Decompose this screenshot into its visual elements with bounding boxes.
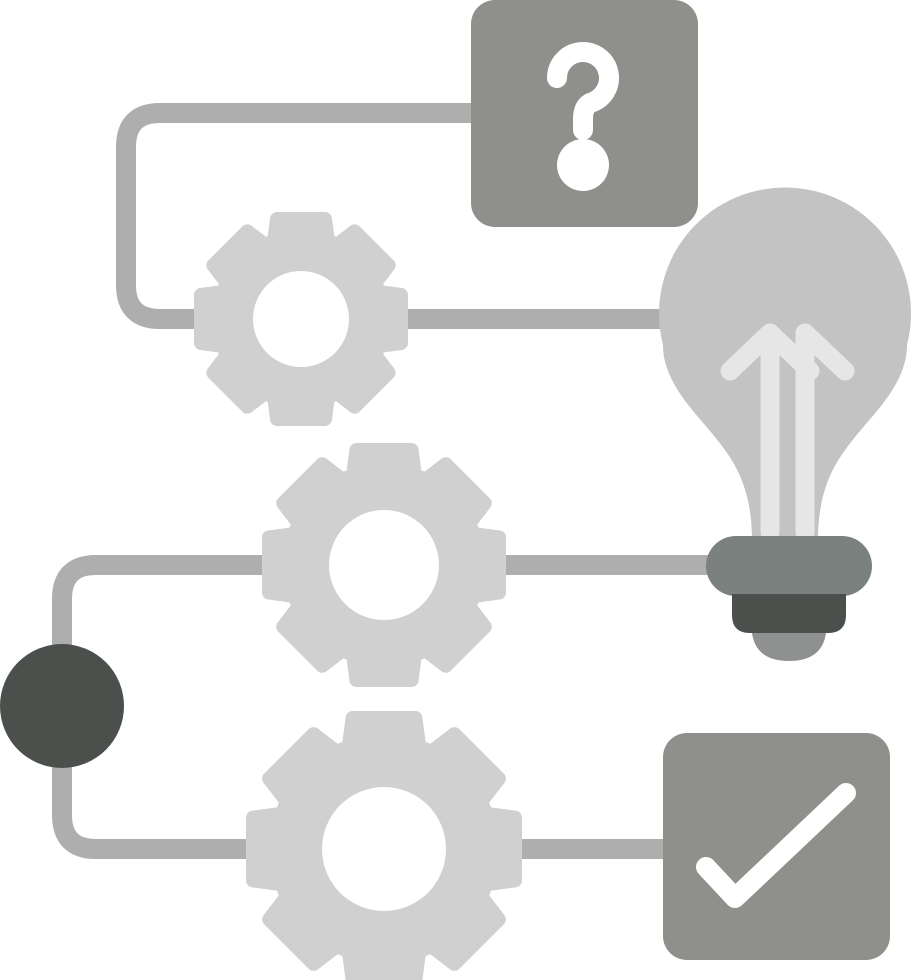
arrow-up-icon — [720, 323, 855, 542]
connector-start-to-gear-3 — [52, 750, 278, 859]
gear-hole — [322, 787, 446, 911]
check-box — [663, 733, 890, 960]
connector-gear-2-to-start — [52, 555, 295, 655]
question-mark-icon — [547, 41, 619, 191]
bulb-glass — [659, 187, 911, 541]
connector-question-to-gear-1 — [116, 103, 488, 329]
gear-1-icon — [194, 212, 408, 426]
bulb-base-cap — [732, 594, 846, 633]
gear-3-icon — [246, 711, 522, 980]
gear-hole — [253, 271, 349, 367]
connector-lines — [52, 103, 730, 859]
bulb-tip — [752, 633, 826, 661]
checkmark-icon — [696, 783, 856, 908]
start-node-icon — [0, 644, 124, 768]
gear-group — [194, 212, 522, 980]
gear-2-icon — [262, 443, 506, 687]
bulb-base-collar — [706, 536, 872, 596]
gear-hole — [329, 510, 439, 620]
lightbulb-icon — [659, 187, 911, 661]
question-box — [471, 0, 698, 227]
